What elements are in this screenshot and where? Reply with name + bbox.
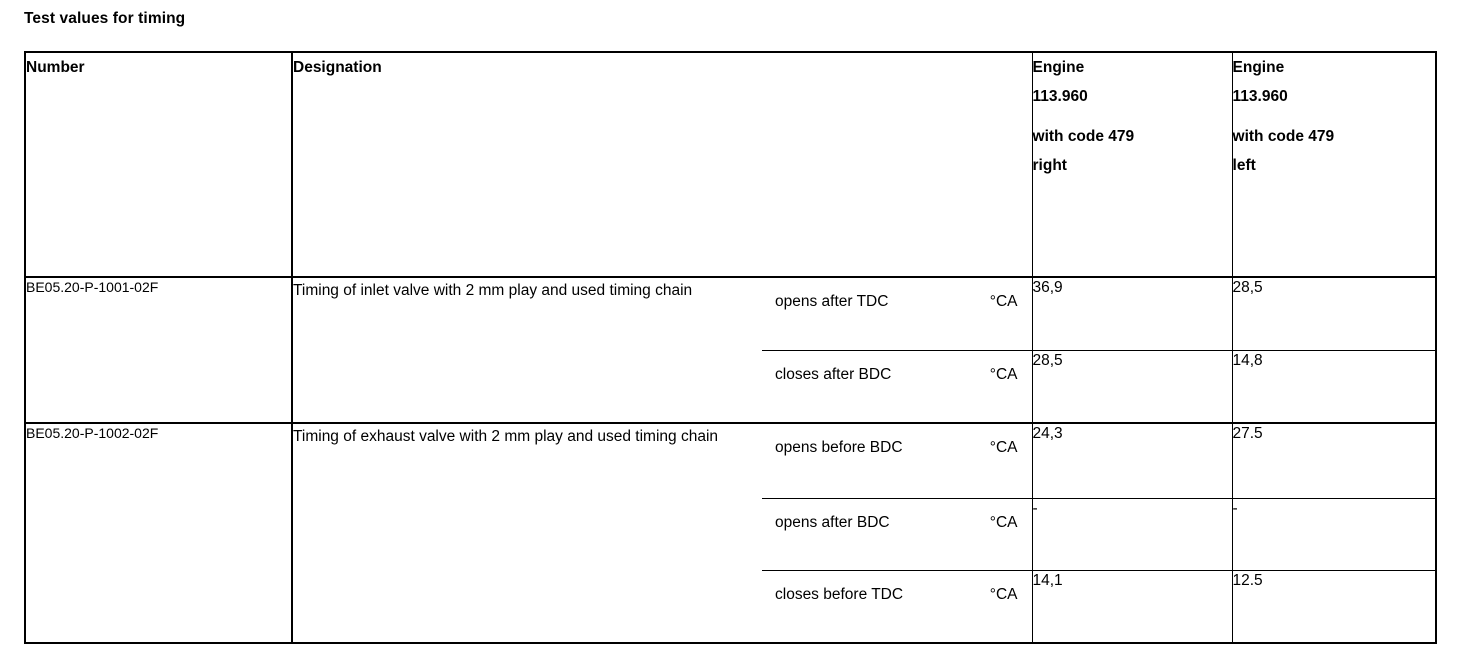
- value-engine-right: 14,1: [1031, 569, 1232, 642]
- measurement-label: opens after BDC: [775, 513, 890, 531]
- measurement-unit: °CA: [989, 513, 1018, 531]
- table-body: BE05.20-P-1001-02F Timing of inlet valve…: [26, 277, 1436, 642]
- measurement-label-cell: opens after BDC °CA: [762, 497, 1032, 570]
- value-engine-left: 27.5: [1231, 424, 1436, 498]
- value-engine-left: -: [1231, 497, 1436, 570]
- measurement-row: opens before BDC °CA 24,3 27.5: [762, 424, 1436, 498]
- measurement-label: closes after BDC: [775, 365, 892, 383]
- cell-number: BE05.20-P-1002-02F: [26, 422, 292, 642]
- table-header-row: Number Designation Engine 113.960 with c…: [26, 53, 1436, 278]
- table-row: BE05.20-P-1001-02F Timing of inlet valve…: [26, 277, 1436, 423]
- measurement-row: closes before TDC °CA 14,1 12.5: [762, 569, 1436, 642]
- measurement-label-cell: closes after BDC °CA: [762, 349, 1032, 422]
- column-header-engine-right: Engine 113.960 with code 479 right: [1031, 53, 1233, 278]
- measurement-row: opens after BDC °CA - -: [762, 497, 1436, 570]
- value-engine-right: 36,9: [1031, 278, 1232, 350]
- value-engine-left: 12.5: [1231, 569, 1436, 642]
- cell-measurements: opens before BDC °CA 24,3 27.5 opens aft…: [762, 422, 1436, 642]
- measurement-label-cell: closes before TDC °CA: [762, 569, 1032, 642]
- cell-designation: Timing of exhaust valve with 2 mm play a…: [291, 422, 762, 642]
- value-engine-right: -: [1031, 497, 1232, 570]
- measurement-unit: °CA: [989, 439, 1018, 456]
- measurement-label: opens before BDC: [775, 439, 903, 456]
- measurement-unit: °CA: [989, 585, 1018, 603]
- cell-number: BE05.20-P-1001-02F: [26, 277, 292, 423]
- column-header-number: Number: [26, 53, 292, 278]
- table-header: Number Designation Engine 113.960 with c…: [26, 53, 1436, 278]
- value-engine-right: 28,5: [1031, 349, 1232, 422]
- value-engine-left: 28,5: [1231, 278, 1436, 350]
- measurement-unit: °CA: [989, 293, 1018, 310]
- cell-measurements: opens after TDC °CA 36,9 28,5 closes aft…: [762, 277, 1436, 423]
- value-engine-right: 24,3: [1031, 424, 1232, 498]
- page-title: Test values for timing: [24, 10, 186, 27]
- column-header-designation: Designation: [290, 53, 1033, 278]
- value-engine-left: 14,8: [1231, 349, 1436, 422]
- cell-designation: Timing of inlet valve with 2 mm play and…: [291, 277, 762, 423]
- measurement-row: closes after BDC °CA 28,5 14,8: [762, 349, 1436, 422]
- measurement-unit: °CA: [989, 365, 1018, 383]
- measurement-label: opens after TDC: [775, 293, 889, 310]
- table-row: BE05.20-P-1002-02F Timing of exhaust val…: [26, 422, 1436, 642]
- measurement-row: opens after TDC °CA 36,9 28,5: [762, 278, 1436, 350]
- measurement-subtable: opens before BDC °CA 24,3 27.5 opens aft…: [762, 424, 1436, 642]
- column-header-engine-left: Engine 113.960 with code 479 left: [1231, 53, 1436, 278]
- measurement-subtable: opens after TDC °CA 36,9 28,5 closes aft…: [762, 278, 1436, 422]
- measurement-label: closes before TDC: [775, 585, 904, 603]
- measurement-label-cell: opens after TDC °CA: [762, 278, 1032, 350]
- measurement-label-cell: opens before BDC °CA: [762, 424, 1032, 498]
- spec-table-container: Number Designation Engine 113.960 with c…: [24, 51, 1437, 644]
- test-values-table: Number Designation Engine 113.960 with c…: [26, 53, 1436, 642]
